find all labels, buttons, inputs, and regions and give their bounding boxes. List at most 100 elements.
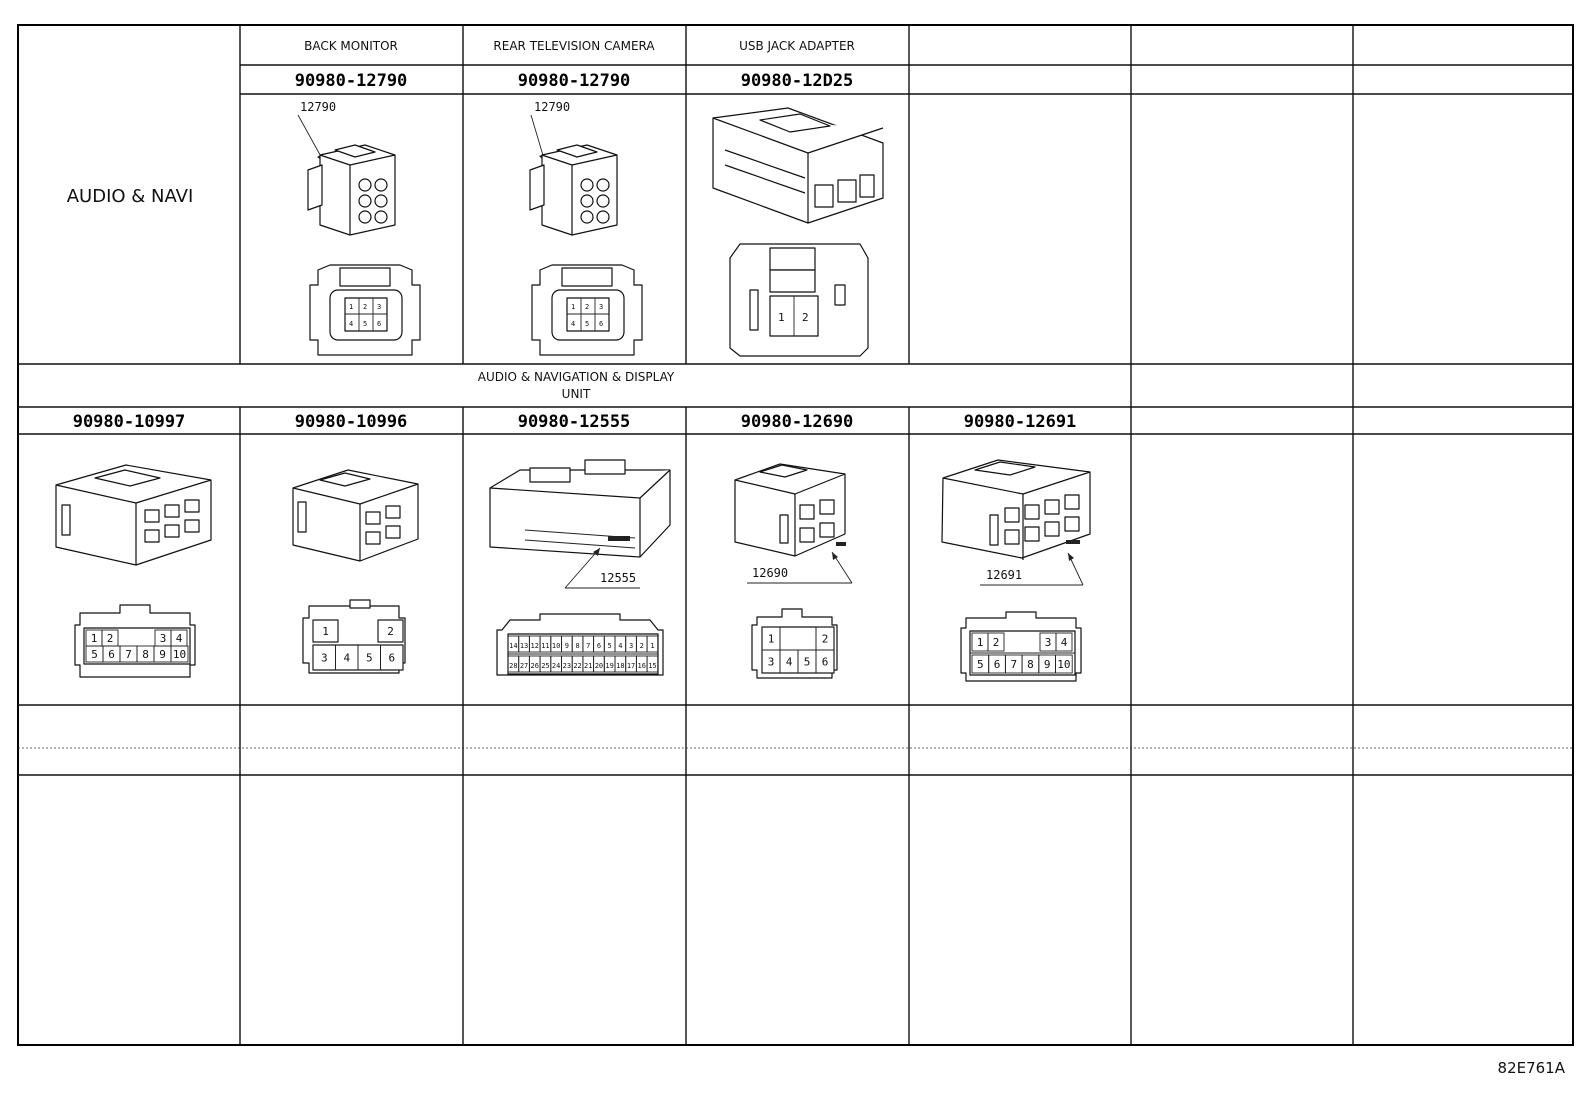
pin-10996: 6 — [388, 652, 395, 665]
pin-10997: 3 — [160, 632, 167, 645]
pin-10997-cell — [170, 645, 189, 663]
pin-12691: 3 — [1045, 636, 1052, 649]
pin-12555: 7 — [586, 642, 590, 650]
pin-10997: 10 — [173, 648, 186, 661]
pin-10997: 9 — [159, 648, 166, 661]
pin-12691-cell — [987, 632, 1005, 652]
pin-12690: 1 — [768, 633, 775, 646]
part-number-usb-jack: 90980-12D25 — [741, 71, 854, 91]
pin-12555: 14 — [509, 642, 517, 650]
pin-12555: 13 — [520, 642, 528, 650]
pin-12690-cell — [815, 649, 835, 674]
pin-12555: 1 — [650, 642, 654, 650]
pin-12690: 2 — [822, 633, 829, 646]
pin-12691: 1 — [977, 636, 984, 649]
pin-12691: 6 — [994, 658, 1001, 671]
pin-12691: 2 — [993, 636, 1000, 649]
pin-10997: 5 — [91, 648, 98, 661]
pin-12691: 10 — [1057, 658, 1070, 671]
svg-text:2: 2 — [802, 311, 809, 324]
pin-12555: 17 — [627, 662, 635, 670]
svg-text:3: 3 — [377, 303, 381, 311]
connector-12690: 12690 — [734, 463, 853, 679]
pin-12555: 21 — [584, 662, 592, 670]
svg-text:5: 5 — [585, 320, 589, 328]
pin-12555: 19 — [605, 662, 613, 670]
header-audio-nav-display-line1: AUDIO & NAVIGATION & DISPLAY — [478, 370, 675, 384]
pin-12555: 8 — [575, 642, 579, 650]
pin-12691: 7 — [1010, 658, 1017, 671]
header-back-monitor: BACK MONITOR — [304, 39, 398, 53]
pin-12555-cell — [646, 635, 659, 653]
section-label: AUDIO & NAVI — [67, 186, 194, 207]
pin-12555: 16 — [638, 662, 646, 670]
part-number-back-monitor: 90980-12790 — [295, 71, 408, 91]
pin-12555: 23 — [563, 662, 571, 670]
pin-12691: 8 — [1027, 658, 1034, 671]
pin-10996-cell — [380, 644, 404, 671]
svg-text:2: 2 — [363, 303, 367, 311]
pin-10996: 4 — [343, 652, 350, 665]
pin-12555: 4 — [618, 642, 622, 650]
pin-12555: 2 — [640, 642, 644, 650]
pin-12555: 5 — [608, 642, 612, 650]
pin-12690: 5 — [804, 656, 811, 669]
part-number-12691: 90980-12691 — [964, 412, 1077, 432]
pin-12691: 9 — [1044, 658, 1051, 671]
pin-12690: 6 — [822, 656, 829, 669]
callout-12691: 12691 — [986, 568, 1022, 582]
connector-rear-camera: 12790 1 2 3 4 5 6 — [529, 100, 643, 356]
svg-text:3: 3 — [599, 303, 603, 311]
pin-12691: 5 — [977, 658, 984, 671]
pin-12555: 6 — [597, 642, 601, 650]
pin-10996: 1 — [322, 625, 329, 638]
connector-10997 — [55, 464, 212, 678]
pin-12555: 24 — [552, 662, 560, 670]
svg-text:6: 6 — [599, 320, 603, 328]
pin-12555: 12 — [531, 642, 539, 650]
svg-text:6: 6 — [377, 320, 381, 328]
part-number-10997: 90980-10997 — [73, 412, 186, 432]
pin-12555: 10 — [552, 642, 560, 650]
pin-10997: 6 — [108, 648, 115, 661]
connector-12691: 12691 — [941, 459, 1091, 682]
pin-12690: 3 — [768, 656, 775, 669]
svg-text:4: 4 — [349, 320, 353, 328]
pin-12555: 25 — [541, 662, 549, 670]
pin-12690: 4 — [786, 656, 793, 669]
table-grid — [17, 24, 1574, 1046]
pin-10996-cell — [312, 619, 339, 643]
callout-12555: 12555 — [600, 571, 636, 585]
pin-10997: 1 — [91, 632, 98, 645]
header-rear-television-camera: REAR TELEVISION CAMERA — [493, 39, 655, 53]
pin-10997: 7 — [125, 648, 132, 661]
pin-12555: 27 — [520, 662, 528, 670]
part-number-10996: 90980-10996 — [295, 412, 408, 432]
part-number-rear-camera: 90980-12790 — [518, 71, 631, 91]
header-audio-nav-display-line2: UNIT — [562, 387, 591, 401]
pin-10996: 5 — [366, 652, 373, 665]
svg-text:5: 5 — [363, 320, 367, 328]
connector-10996 — [292, 469, 419, 674]
pin-12555: 9 — [565, 642, 569, 650]
pin-10996: 3 — [321, 652, 328, 665]
pin-10997: 2 — [107, 632, 114, 645]
svg-text:1: 1 — [778, 311, 785, 324]
header-usb-jack-adapter: USB JACK ADAPTER — [739, 39, 855, 53]
pin-12555: 18 — [616, 662, 624, 670]
pin-10997: 8 — [142, 648, 149, 661]
drawing-code: 82E761A — [1498, 1059, 1566, 1077]
pin-12555: 28 — [509, 662, 517, 670]
pin-12691-cell — [1055, 654, 1073, 674]
callout-12790-a: 12790 — [300, 100, 336, 114]
pin-12555: 15 — [648, 662, 656, 670]
pin-12555: 3 — [629, 642, 633, 650]
connector-back-monitor: 12790 1 2 3 4 5 6 — [297, 100, 421, 356]
svg-text:4: 4 — [571, 320, 575, 328]
svg-text:1: 1 — [571, 303, 575, 311]
pin-12555-cell — [646, 655, 659, 673]
pin-12555: 26 — [531, 662, 539, 670]
svg-text:2: 2 — [585, 303, 589, 311]
